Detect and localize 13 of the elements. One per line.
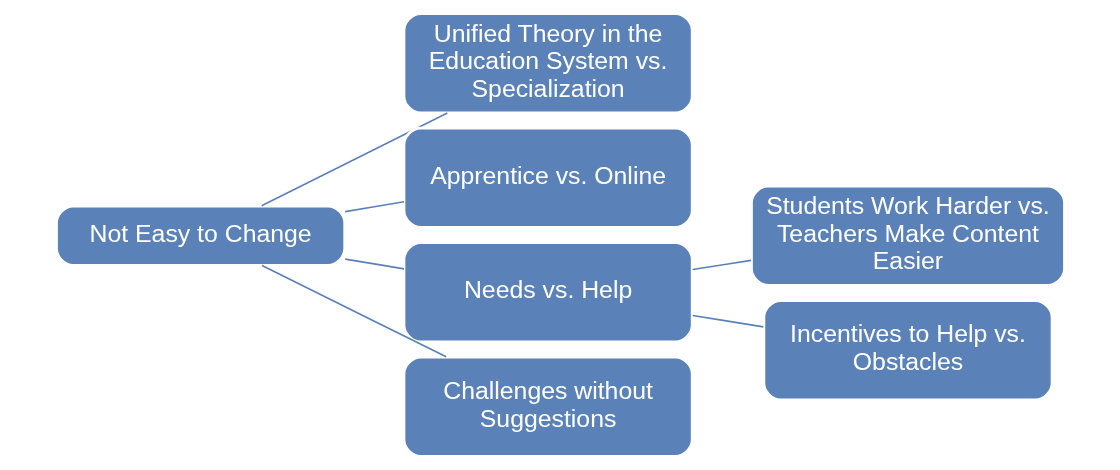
node-box: Unified Theory in the Education System vs. Specialization [402,12,694,115]
connector [691,259,752,271]
node-box: Students Work Harder vs. Teachers Make Content Easier [749,184,1066,287]
connector [691,314,764,328]
node-box: Challenges without Suggestions [402,355,694,458]
node-box: Incentives to Help vs. Obstacles [762,299,1053,402]
node-box: Not Easy to Change [54,204,346,267]
connector [260,112,448,207]
node-box: Apprentice vs. Online [402,126,694,229]
connector [343,200,405,213]
connector [260,264,447,358]
connector [343,258,405,270]
node-box: Needs vs. Help [402,241,694,344]
